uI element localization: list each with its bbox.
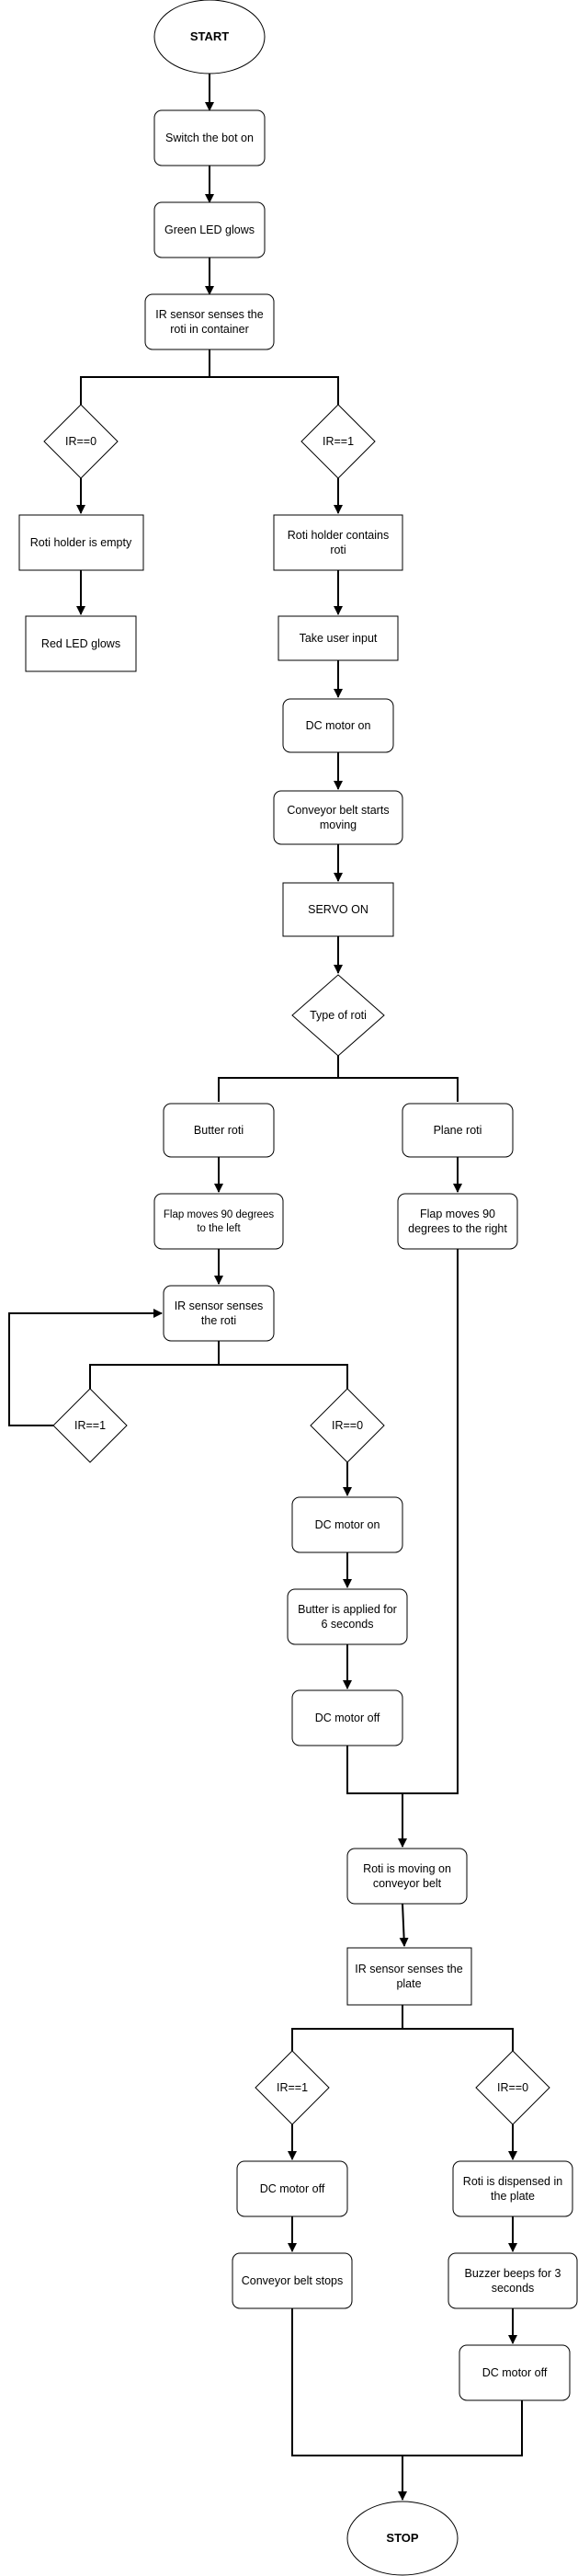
node-dc-on-1: DC motor on xyxy=(282,698,394,753)
svg-text:DC motor off: DC motor off xyxy=(482,2366,548,2379)
svg-text:IR==1: IR==1 xyxy=(323,435,354,448)
nodes: START Switch the bot on Green LED glows … xyxy=(18,0,578,2576)
svg-text:IR==0: IR==0 xyxy=(65,435,96,448)
svg-text:DC motor off: DC motor off xyxy=(315,1712,380,1724)
node-conveyor-stops: Conveyor belt stops xyxy=(232,2252,353,2309)
svg-text:roti in container: roti in container xyxy=(170,323,248,336)
svg-text:Switch the bot on: Switch the bot on xyxy=(165,132,254,144)
svg-text:SERVO ON: SERVO ON xyxy=(308,903,368,916)
edge-type-butter xyxy=(218,1056,339,1102)
edge-split-irplate-right xyxy=(402,2028,514,2051)
svg-text:Buzzer beeps for 3: Buzzer beeps for 3 xyxy=(465,2267,561,2280)
edge-loop-ir1 xyxy=(8,1309,163,1426)
svg-text:seconds: seconds xyxy=(492,2282,535,2295)
node-plane-roti: Plane roti xyxy=(402,1103,514,1158)
node-servo-on: SERVO ON xyxy=(282,882,394,937)
node-switch-on: Switch the bot on xyxy=(153,109,266,166)
node-ir-plate: IR sensor senses the plate xyxy=(346,1947,472,2006)
node-conveyor-moving: Conveyor belt starts moving xyxy=(273,790,403,845)
svg-text:Take user input: Take user input xyxy=(300,632,378,645)
stop-terminal: STOP xyxy=(346,2501,459,2576)
node-dc-on-2: DC motor on xyxy=(291,1496,403,1553)
node-roti-moving: Roti is moving on conveyor belt xyxy=(346,1848,468,1905)
edge-dcoff-join xyxy=(346,1746,402,1794)
edge-split-ir xyxy=(80,349,210,405)
svg-text:DC motor on: DC motor on xyxy=(306,719,371,732)
svg-text:Conveyor belt stops: Conveyor belt stops xyxy=(242,2274,343,2287)
node-holder-empty: Roti holder is empty xyxy=(18,514,144,571)
decision-ir0-c: IR==0 xyxy=(475,2050,550,2125)
svg-text:6 seconds: 6 seconds xyxy=(322,1618,374,1631)
svg-text:START: START xyxy=(190,29,229,43)
decision-ir1-b: IR==1 xyxy=(52,1388,128,1463)
svg-text:IR==0: IR==0 xyxy=(332,1419,363,1432)
svg-text:Type of roti: Type of roti xyxy=(310,1009,367,1022)
node-ir-roti: IR sensor senses the roti xyxy=(163,1285,275,1342)
edge-stops-join xyxy=(291,2308,402,2456)
svg-text:Butter roti: Butter roti xyxy=(194,1124,244,1137)
node-ir-container: IR sensor senses the roti in container xyxy=(144,293,275,350)
node-flap-left: Flap moves 90 degrees to the left xyxy=(153,1193,284,1250)
svg-text:IR==1: IR==1 xyxy=(74,1419,106,1432)
svg-text:the plate: the plate xyxy=(491,2190,535,2203)
svg-text:IR==0: IR==0 xyxy=(497,2081,528,2094)
decision-ir1-a: IR==1 xyxy=(300,404,376,479)
svg-text:the roti: the roti xyxy=(201,1314,236,1327)
svg-text:conveyor belt: conveyor belt xyxy=(373,1877,442,1890)
svg-text:Roti is moving on: Roti is moving on xyxy=(363,1862,451,1875)
decision-ir0-a: IR==0 xyxy=(43,404,119,479)
edge-split-irroti-right xyxy=(219,1364,348,1389)
node-dispensed: Roti is dispensed in the plate xyxy=(452,2160,573,2217)
edge-flapright-join xyxy=(402,1249,459,1794)
svg-text:IR sensor senses the: IR sensor senses the xyxy=(355,1963,462,1975)
svg-text:IR sensor senses: IR sensor senses xyxy=(175,1299,264,1312)
edge-moving-irplate xyxy=(399,1903,409,1947)
node-butter-applied: Butter is applied for 6 seconds xyxy=(287,1588,408,1645)
edge-dcoff3-join xyxy=(402,2400,523,2456)
edge-split-ir-right xyxy=(210,376,339,405)
edges xyxy=(8,74,523,2501)
svg-text:Plane roti: Plane roti xyxy=(434,1124,482,1137)
svg-text:to the left: to the left xyxy=(197,1223,241,1234)
svg-text:plate: plate xyxy=(396,1977,421,1990)
node-dc-off-2: DC motor off xyxy=(236,2160,348,2217)
decision-type-roti: Type of roti xyxy=(291,974,385,1057)
svg-text:moving: moving xyxy=(320,819,357,831)
svg-text:Flap moves 90: Flap moves 90 xyxy=(420,1208,495,1220)
svg-text:Roti holder is empty: Roti holder is empty xyxy=(30,536,132,549)
svg-text:DC motor off: DC motor off xyxy=(260,2182,325,2195)
node-user-input: Take user input xyxy=(278,615,399,661)
svg-text:Flap moves 90 degrees: Flap moves 90 degrees xyxy=(164,1209,274,1220)
node-red-led: Red LED glows xyxy=(25,615,137,672)
node-flap-right: Flap moves 90 degrees to the right xyxy=(397,1193,518,1250)
edge-type-plane xyxy=(338,1077,459,1102)
node-dc-off-3: DC motor off xyxy=(459,2344,571,2401)
svg-text:STOP: STOP xyxy=(386,2531,418,2545)
start-terminal: START xyxy=(153,0,266,74)
edge-split-irplate xyxy=(291,2005,403,2051)
svg-text:Green LED glows: Green LED glows xyxy=(164,223,255,236)
node-buzzer: Buzzer beeps for 3 seconds xyxy=(448,2252,578,2309)
svg-text:Conveyor belt starts: Conveyor belt starts xyxy=(287,804,389,817)
node-butter-roti: Butter roti xyxy=(163,1103,275,1158)
node-green-led: Green LED glows xyxy=(153,201,266,258)
decision-ir1-c: IR==1 xyxy=(255,2050,330,2125)
svg-text:Roti is dispensed in: Roti is dispensed in xyxy=(463,2175,562,2188)
svg-text:degrees to the right: degrees to the right xyxy=(408,1222,507,1235)
decision-ir0-b: IR==0 xyxy=(310,1388,385,1463)
svg-text:Butter is applied for: Butter is applied for xyxy=(298,1603,397,1616)
svg-text:IR sensor senses the: IR sensor senses the xyxy=(155,308,263,321)
svg-text:roti: roti xyxy=(330,544,346,556)
svg-text:Roti holder contains: Roti holder contains xyxy=(288,529,389,542)
node-dc-off-1: DC motor off xyxy=(291,1689,403,1746)
svg-text:Red LED glows: Red LED glows xyxy=(41,637,120,650)
node-holder-contains: Roti holder contains roti xyxy=(273,514,403,571)
edge-split-irroti xyxy=(89,1341,220,1389)
svg-text:DC motor on: DC motor on xyxy=(315,1518,380,1531)
svg-text:IR==1: IR==1 xyxy=(277,2081,308,2094)
